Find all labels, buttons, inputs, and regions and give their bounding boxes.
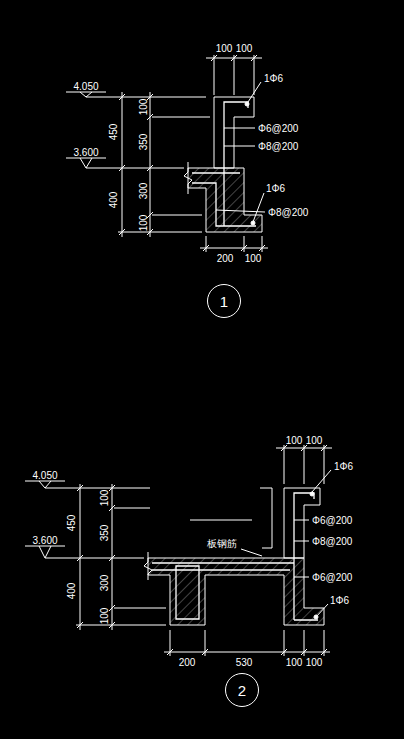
dimension-label: 450 (66, 515, 77, 532)
dimension-label: 4.050 (32, 470, 57, 481)
detail-two (25, 445, 332, 656)
dimension-label: 400 (66, 583, 77, 600)
dimension-label: 100 (245, 253, 262, 264)
dimension-label: 100 (99, 490, 110, 507)
dimension-label: Φ6@200 (258, 123, 298, 134)
dimension-label: 300 (99, 575, 110, 592)
dimension-label: Φ6@200 (312, 572, 352, 583)
dimension-label: 板钢筋 (207, 538, 237, 549)
dimension-label: Φ8@200 (258, 141, 298, 152)
dimension-label: 300 (138, 183, 149, 200)
detail-number: 1 (220, 293, 228, 310)
dimension-label: 100 (99, 608, 110, 625)
dimension-label: 350 (99, 525, 110, 542)
dimension-label: 1Φ6 (334, 461, 353, 472)
dimension-label: 350 (138, 134, 149, 151)
dimension-label: 1Φ6 (264, 73, 283, 84)
dimension-label: 1Φ6 (330, 595, 349, 606)
dimension-label: 4.050 (73, 81, 98, 92)
dimension-label: 400 (108, 192, 119, 209)
dimension-label: 100 (236, 43, 253, 54)
dimension-label: 100 (306, 657, 323, 668)
dimension-label: 1Φ6 (266, 183, 285, 194)
dimension-label: 3.600 (73, 147, 98, 158)
detail-one (66, 55, 268, 252)
dimension-label: Φ8@200 (268, 207, 308, 218)
dimension-label: 200 (179, 657, 196, 668)
dimension-label: Φ6@200 (312, 515, 352, 526)
dimension-label: 530 (236, 657, 253, 668)
dimension-label: 100 (138, 99, 149, 116)
dimension-label: 100 (286, 435, 303, 446)
detail-number: 2 (238, 682, 246, 699)
dimension-label: 100 (216, 43, 233, 54)
dimension-label: Φ8@200 (312, 536, 352, 547)
detail-index-circle: 2 (225, 673, 259, 707)
dimension-label: 100 (306, 435, 323, 446)
dimension-label: 100 (286, 657, 303, 668)
dimension-label: 450 (108, 124, 119, 141)
dimension-label: 3.600 (32, 535, 57, 546)
dimension-label: 200 (217, 253, 234, 264)
detail-index-circle: 1 (207, 284, 241, 318)
dimension-label: 100 (138, 215, 149, 232)
